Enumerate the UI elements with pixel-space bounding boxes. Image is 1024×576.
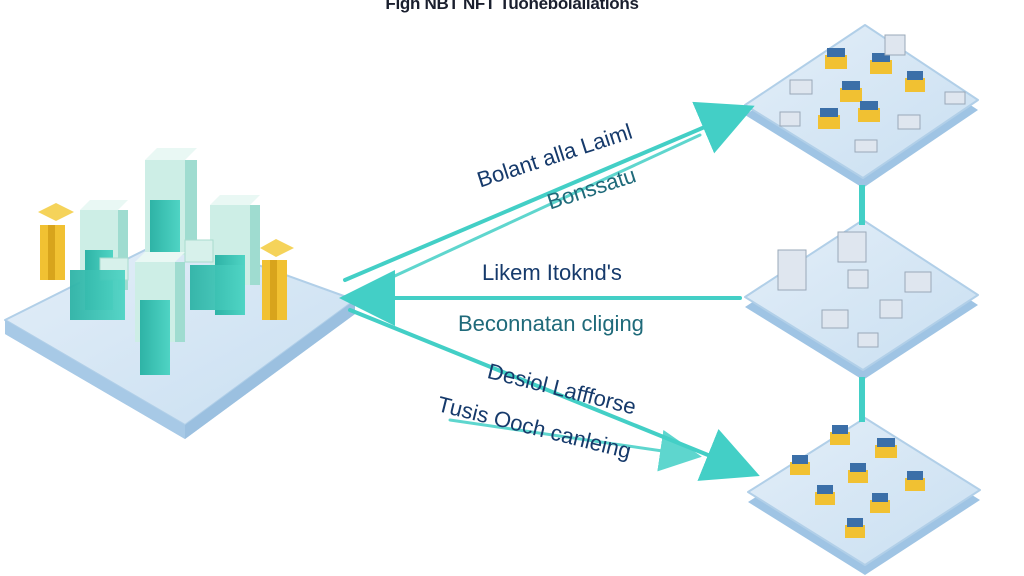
arrow-icon [343,101,755,294]
arrow-label-mid-1: Likem Itoknd's [482,260,622,285]
building-icon [777,231,932,348]
building-icon [145,148,197,255]
gold-pillar-icon [260,239,294,320]
diagram-title: Figh NBT NFT Tuonebolallations [385,0,639,13]
gold-pillar-icon [38,203,74,280]
arrow-icon [348,308,760,481]
building-icon [135,252,185,375]
node-platform-top [744,24,979,188]
node-connector-lines [859,185,865,422]
node-platform-bottom [747,417,981,575]
flow-arrows [339,101,760,481]
arrow-label-mid-2: Beconnatan cliging [458,311,644,336]
cube-device-icon [790,425,925,538]
cube-device-icon [779,34,966,153]
node-platform-middle [744,219,979,380]
building-cluster [38,148,294,375]
